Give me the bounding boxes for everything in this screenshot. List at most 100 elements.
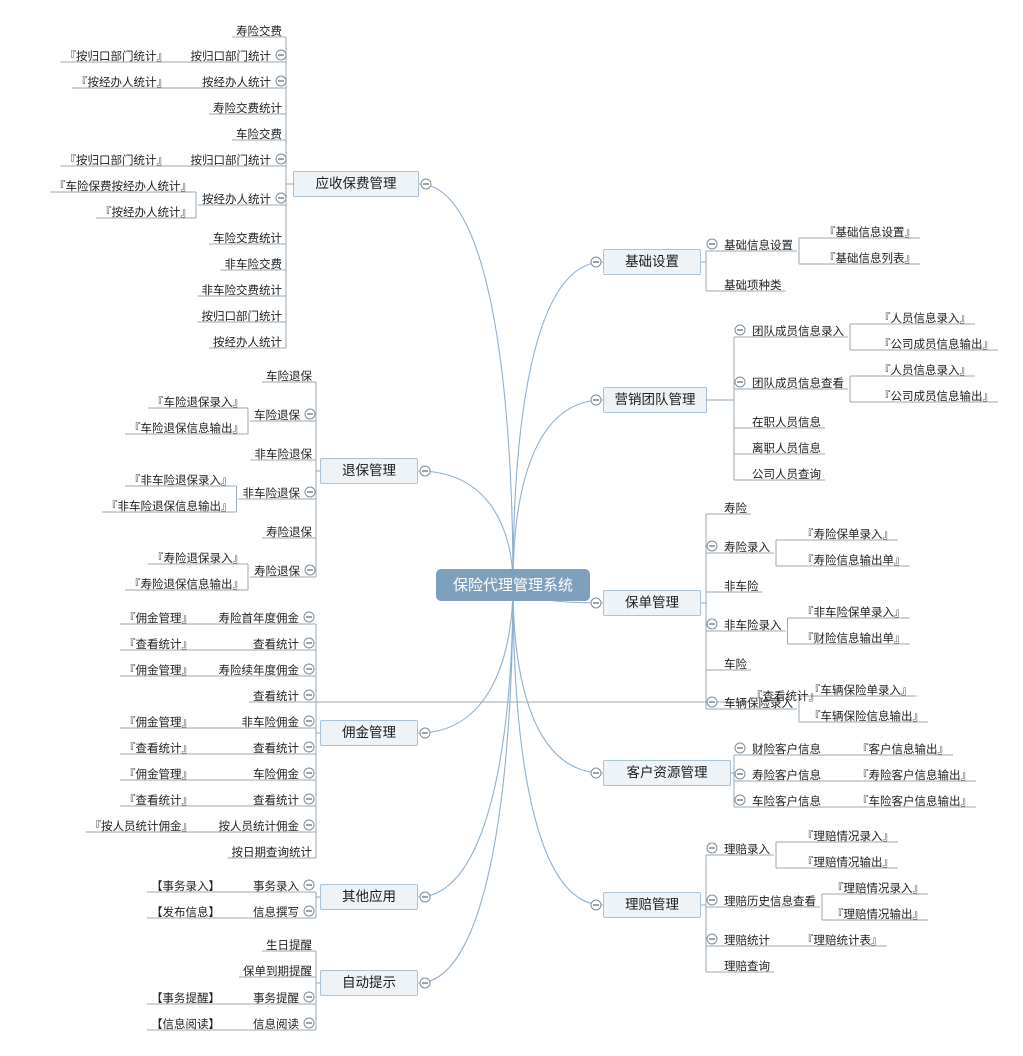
collapse-toggle-icon[interactable] [303, 793, 315, 805]
topic-node[interactable]: 寿险录入 [724, 540, 770, 554]
subtopic-node[interactable]: 『查看统计』 [124, 741, 193, 755]
topic-node[interactable]: 非车险交费统计 [201, 283, 283, 297]
subtopic-node[interactable]: 『佣金管理』 [124, 767, 193, 781]
topic-node[interactable]: 非车险录入 [724, 618, 782, 632]
collapse-toggle-icon[interactable] [706, 894, 718, 906]
subtopic-node[interactable]: 『按归口部门统计』 [64, 153, 169, 167]
topic-node[interactable]: 车险佣金 [253, 767, 299, 781]
collapse-toggle-icon[interactable] [706, 933, 718, 945]
subtopic-node[interactable]: 『客户信息输出』 [857, 742, 949, 756]
topic-node[interactable]: 非车险退保 [242, 486, 301, 500]
subtopic-node[interactable]: 『车险保费按经办人统计』 [54, 179, 192, 193]
subtopic-node[interactable]: 『理赔情况输出』 [802, 855, 894, 869]
topic-node[interactable]: 寿险交费 [236, 24, 282, 38]
topic-node[interactable]: 理赔历史信息查看 [724, 894, 816, 908]
collapse-toggle-icon[interactable] [303, 741, 315, 753]
collapse-toggle-icon[interactable] [304, 486, 316, 498]
subtopic-node[interactable]: 『佣金管理』 [124, 611, 193, 625]
collapse-toggle-icon[interactable] [303, 689, 315, 701]
collapse-toggle-icon[interactable] [590, 899, 602, 911]
collapse-toggle-icon[interactable] [303, 663, 315, 675]
topic-node[interactable]: 寿险续年度佣金 [218, 663, 300, 677]
topic-node[interactable]: 信息撰写 [253, 905, 299, 919]
collapse-toggle-icon[interactable] [419, 891, 431, 903]
subtopic-node[interactable]: 『公司成员信息输出』 [879, 337, 994, 351]
collapse-toggle-icon[interactable] [303, 767, 315, 779]
topic-node[interactable]: 寿险首年度佣金 [218, 611, 300, 625]
topic-node[interactable]: 车险交费统计 [213, 231, 282, 245]
collapse-toggle-icon[interactable] [419, 465, 431, 477]
collapse-toggle-icon[interactable] [303, 611, 315, 623]
topic-node[interactable]: 基础信息设置 [724, 238, 793, 252]
topic-node[interactable]: 团队成员信息查看 [752, 376, 844, 390]
subtopic-node[interactable]: 『按经办人统计』 [100, 205, 192, 219]
topic-node[interactable]: 理赔统计 [724, 933, 770, 947]
subtopic-node[interactable]: 『车辆保险单录入』 [809, 683, 913, 697]
collapse-toggle-icon[interactable] [303, 879, 315, 891]
collapse-toggle-icon[interactable] [590, 767, 602, 779]
topic-node[interactable]: 生日提醒 [266, 938, 312, 952]
collapse-toggle-icon[interactable] [734, 376, 746, 388]
subtopic-node[interactable]: 【事务录入】 [151, 879, 220, 893]
subtopic-node[interactable]: 『基础信息列表』 [824, 251, 916, 265]
subtopic-node[interactable]: 『非车险保单录入』 [802, 605, 906, 619]
collapse-toggle-icon[interactable] [275, 49, 287, 61]
subtopic-node[interactable]: 『寿险保单录入』 [802, 527, 894, 541]
topic-node[interactable]: 基础项种类 [724, 278, 782, 292]
subtopic-node[interactable]: 【事务提醒】 [151, 991, 220, 1005]
collapse-toggle-icon[interactable] [275, 153, 287, 165]
subtopic-node[interactable]: 『寿险退保信息输出』 [129, 577, 244, 591]
branch-node[interactable]: 客户资源管理 [603, 760, 731, 786]
subtopic-node[interactable]: 『查看统计』 [751, 689, 820, 703]
subtopic-node[interactable]: 『公司成员信息输出』 [879, 389, 994, 403]
topic-node[interactable]: 按日期查询统计 [231, 845, 313, 859]
collapse-toggle-icon[interactable] [706, 618, 718, 630]
branch-node[interactable]: 保单管理 [603, 590, 701, 616]
topic-node[interactable]: 寿险客户信息 [752, 768, 821, 782]
collapse-toggle-icon[interactable] [419, 727, 431, 739]
subtopic-node[interactable]: 『理赔情况录入』 [832, 881, 924, 895]
subtopic-node[interactable]: 『理赔情况输出』 [832, 907, 924, 921]
subtopic-node[interactable]: 【发布信息】 [151, 905, 220, 919]
collapse-toggle-icon[interactable] [275, 192, 287, 204]
topic-node[interactable]: 按归口部门统计 [190, 49, 272, 63]
topic-node[interactable]: 事务录入 [253, 879, 299, 893]
branch-node[interactable]: 其他应用 [320, 884, 418, 910]
topic-node[interactable]: 非车险交费 [224, 257, 283, 271]
collapse-toggle-icon[interactable] [304, 408, 316, 420]
topic-node[interactable]: 非车险退保 [254, 447, 313, 461]
subtopic-node[interactable]: 『车险退保信息输出』 [129, 421, 244, 435]
collapse-toggle-icon[interactable] [706, 696, 718, 708]
subtopic-node[interactable]: 『基础信息设置』 [824, 225, 916, 239]
topic-node[interactable]: 公司人员查询 [752, 467, 821, 481]
topic-node[interactable]: 按人员统计佣金 [218, 819, 300, 833]
topic-node[interactable]: 车险客户信息 [752, 794, 821, 808]
topic-node[interactable]: 理赔查询 [724, 959, 770, 973]
subtopic-node[interactable]: 『车险退保录入』 [152, 395, 244, 409]
subtopic-node[interactable]: 『查看统计』 [124, 793, 193, 807]
topic-node[interactable]: 保单到期提醒 [243, 964, 312, 978]
collapse-toggle-icon[interactable] [590, 394, 602, 406]
topic-node[interactable]: 按经办人统计 [213, 335, 282, 349]
branch-node[interactable]: 应收保费管理 [293, 171, 419, 197]
topic-node[interactable]: 按归口部门统计 [190, 153, 272, 167]
collapse-toggle-icon[interactable] [590, 597, 602, 609]
collapse-toggle-icon[interactable] [303, 1017, 315, 1029]
branch-node[interactable]: 自动提示 [320, 970, 418, 996]
branch-node[interactable]: 退保管理 [320, 458, 418, 484]
collapse-toggle-icon[interactable] [303, 637, 315, 649]
topic-node[interactable]: 寿险退保 [254, 564, 300, 578]
topic-node[interactable]: 非车险 [724, 579, 759, 593]
collapse-toggle-icon[interactable] [420, 178, 432, 190]
topic-node[interactable]: 非车险佣金 [241, 715, 300, 729]
topic-node[interactable]: 离职人员信息 [752, 441, 821, 455]
topic-node[interactable]: 信息阅读 [253, 1017, 299, 1031]
subtopic-node[interactable]: 『理赔情况录入』 [802, 829, 894, 843]
topic-node[interactable]: 按归口部门统计 [201, 309, 283, 323]
subtopic-node[interactable]: 『非车险退保信息输出』 [106, 499, 233, 513]
subtopic-node[interactable]: 『查看统计』 [124, 637, 193, 651]
collapse-toggle-icon[interactable] [275, 75, 287, 87]
topic-node[interactable]: 车险退保 [254, 408, 300, 422]
topic-node[interactable]: 财险客户信息 [752, 742, 821, 756]
topic-node[interactable]: 查看统计 [253, 637, 299, 651]
